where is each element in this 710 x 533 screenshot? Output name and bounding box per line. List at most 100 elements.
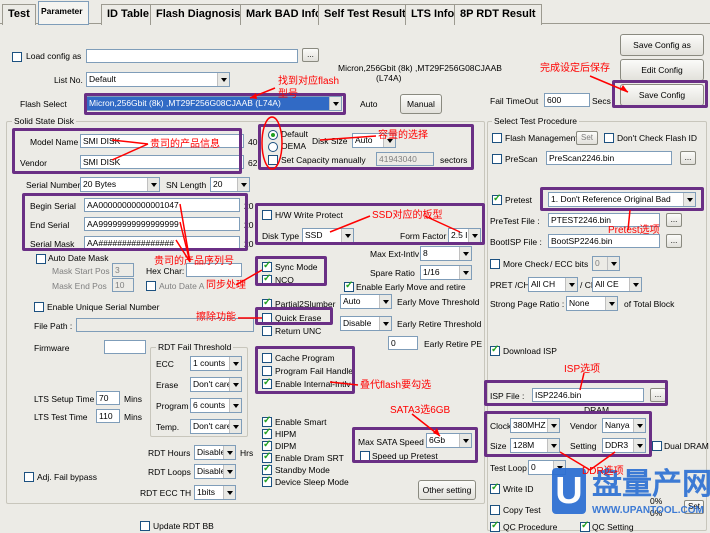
end-serial-input[interactable]: AA99999999999999999: [84, 217, 240, 231]
begin-serial-len: 20: [244, 201, 254, 211]
device-sleep-checkbox[interactable]: [262, 475, 272, 487]
dipm-checkbox[interactable]: [262, 439, 272, 451]
temp-label: Temp.: [156, 422, 180, 432]
tab-flash-diagnosis[interactable]: Flash Diagnosis: [150, 4, 247, 25]
mask-start-input[interactable]: 3: [112, 263, 134, 277]
qc-procedure-checkbox[interactable]: [490, 520, 500, 532]
ce-select[interactable]: All CE: [592, 277, 642, 292]
firmware-input[interactable]: [104, 340, 146, 354]
bootisp-browse-button[interactable]: ...: [666, 234, 682, 248]
lts-test-input[interactable]: 110: [96, 409, 120, 423]
tab-parameter[interactable]: Parameter: [38, 1, 89, 25]
program-select[interactable]: 6 counts: [190, 398, 242, 413]
progress-percent-2: 0%: [650, 508, 663, 518]
list-no-select[interactable]: Default: [86, 72, 230, 87]
serial-number-select[interactable]: 20 Bytes: [80, 177, 160, 192]
standby-mode-checkbox[interactable]: [262, 463, 272, 475]
download-isp-checkbox[interactable]: [490, 344, 500, 356]
load-config-browse-button[interactable]: ...: [302, 48, 319, 62]
flash-management-set-button[interactable]: Set: [576, 131, 598, 145]
manual-button[interactable]: Manual: [400, 94, 442, 114]
early-retire-pe-input[interactable]: 0: [388, 336, 418, 350]
cache-program-checkbox[interactable]: [262, 353, 272, 363]
dram-vendor-select[interactable]: Nanya: [602, 418, 646, 433]
rdt-hours-select[interactable]: Disable: [194, 445, 236, 460]
dual-dram-checkbox[interactable]: [652, 441, 662, 451]
more-check-checkbox[interactable]: [490, 259, 500, 269]
temp-select[interactable]: Don't care: [190, 419, 242, 434]
isp-file-input[interactable]: ISP2246.bin: [532, 388, 644, 402]
early-retire-threshold-select[interactable]: Disable: [340, 316, 392, 331]
fail-timeout-input[interactable]: 600: [544, 93, 590, 107]
hw-write-protect-checkbox[interactable]: [262, 210, 272, 220]
interleave-highlight: [255, 346, 355, 394]
update-rdt-bb-checkbox[interactable]: [140, 521, 150, 531]
program-fail-handle-checkbox[interactable]: [262, 366, 272, 376]
load-config-path[interactable]: [86, 49, 298, 63]
flash-management-checkbox[interactable]: [492, 133, 502, 143]
rdt-loops-select[interactable]: Disable: [194, 464, 236, 479]
enable-unique-serial-checkbox[interactable]: [34, 302, 44, 312]
dram-label: DRAM: [584, 405, 610, 415]
rdt-ecc-th-select[interactable]: 1bits: [194, 485, 236, 500]
sn-length-label: SN Length: [166, 180, 207, 190]
auto-date-a-checkbox[interactable]: [146, 281, 156, 291]
bootisp-file-input[interactable]: BootSP2246.bin: [548, 234, 660, 248]
max-sata-speed-select[interactable]: 6Gb: [426, 433, 472, 448]
auto-date-mask-checkbox[interactable]: [36, 254, 46, 264]
sn-length-select[interactable]: 20: [210, 177, 250, 192]
begin-serial-input[interactable]: AA00000000000001047: [84, 198, 240, 212]
enable-internal-intlv-checkbox[interactable]: [262, 377, 272, 389]
dont-check-flash-id-checkbox[interactable]: [604, 133, 614, 143]
progress-percent: 0%: [650, 496, 663, 506]
tab-8p-rdt-result[interactable]: 8P RDT Result: [454, 4, 542, 25]
ecc-select[interactable]: 1 counts: [190, 356, 242, 371]
tab-mark-bad-info[interactable]: Mark BAD Info: [240, 4, 328, 25]
copy-test-checkbox[interactable]: [490, 505, 500, 515]
max-ext-intlv-select[interactable]: 8: [420, 246, 472, 261]
strong-page-select[interactable]: None: [566, 296, 618, 311]
enable-dram-srt-checkbox[interactable]: [262, 451, 272, 463]
return-unc-checkbox[interactable]: [262, 326, 272, 336]
clock-select[interactable]: 380MHZ: [510, 418, 560, 433]
hipm-checkbox[interactable]: [262, 427, 272, 439]
pretest-file-input[interactable]: PTEST2246.bin: [548, 213, 660, 227]
capacity-input[interactable]: 41943040: [376, 152, 434, 166]
ecc-bits-select[interactable]: 0: [592, 256, 620, 271]
tab-id-table[interactable]: ID Table: [101, 4, 155, 25]
file-path-input[interactable]: [76, 318, 254, 332]
prescan-file-input[interactable]: PreScan2246.bin: [546, 151, 672, 165]
spare-ratio-select[interactable]: 1/16: [420, 265, 472, 280]
enable-early-move-checkbox[interactable]: [344, 280, 354, 292]
edit-config-button[interactable]: Edit Config: [620, 59, 704, 81]
load-config-label: Load config as: [26, 51, 82, 61]
other-setting-button[interactable]: Other setting: [418, 480, 476, 500]
adj-fail-bypass-checkbox[interactable]: [24, 472, 34, 482]
program-fail-handle-label: Program Fail Handle: [275, 366, 353, 376]
copy-test-set-button[interactable]: Set: [684, 500, 704, 514]
sync-mode-checkbox[interactable]: [262, 260, 272, 272]
mask-end-input[interactable]: 10: [112, 278, 134, 292]
early-move-threshold-select[interactable]: Auto: [340, 294, 392, 309]
pretest-select[interactable]: 1. Don't Reference Original Bad: [548, 192, 696, 207]
prescan-browse-button[interactable]: ...: [680, 151, 696, 165]
pretest-checkbox[interactable]: [492, 193, 502, 205]
tab-lts-info[interactable]: LTS Info: [405, 4, 461, 25]
erase-select[interactable]: Don't care: [190, 377, 242, 392]
dram-setting-select[interactable]: DDR3: [602, 438, 646, 453]
write-id-checkbox[interactable]: [490, 482, 500, 494]
product-info-highlight: [12, 128, 242, 174]
enable-smart-checkbox[interactable]: [262, 415, 272, 427]
lts-setup-input[interactable]: 70: [96, 391, 120, 405]
prescan-checkbox[interactable]: [492, 154, 502, 164]
save-config-as-button[interactable]: Save Config as: [620, 34, 704, 56]
pret-ch-select[interactable]: All CH: [528, 277, 578, 292]
serial-highlight: [22, 193, 248, 251]
dram-size-select[interactable]: 128M: [510, 438, 560, 453]
qc-setting-checkbox[interactable]: [580, 520, 590, 532]
tab-test[interactable]: Test: [2, 4, 36, 25]
load-config-checkbox[interactable]: [12, 52, 22, 62]
pretest-browse-button[interactable]: ...: [666, 213, 682, 227]
flash-select[interactable]: Micron,256Gbit (8k) ,MT29F256G08CJAAB (L…: [86, 96, 342, 111]
tab-self-test-result[interactable]: Self Test Result: [318, 4, 412, 25]
